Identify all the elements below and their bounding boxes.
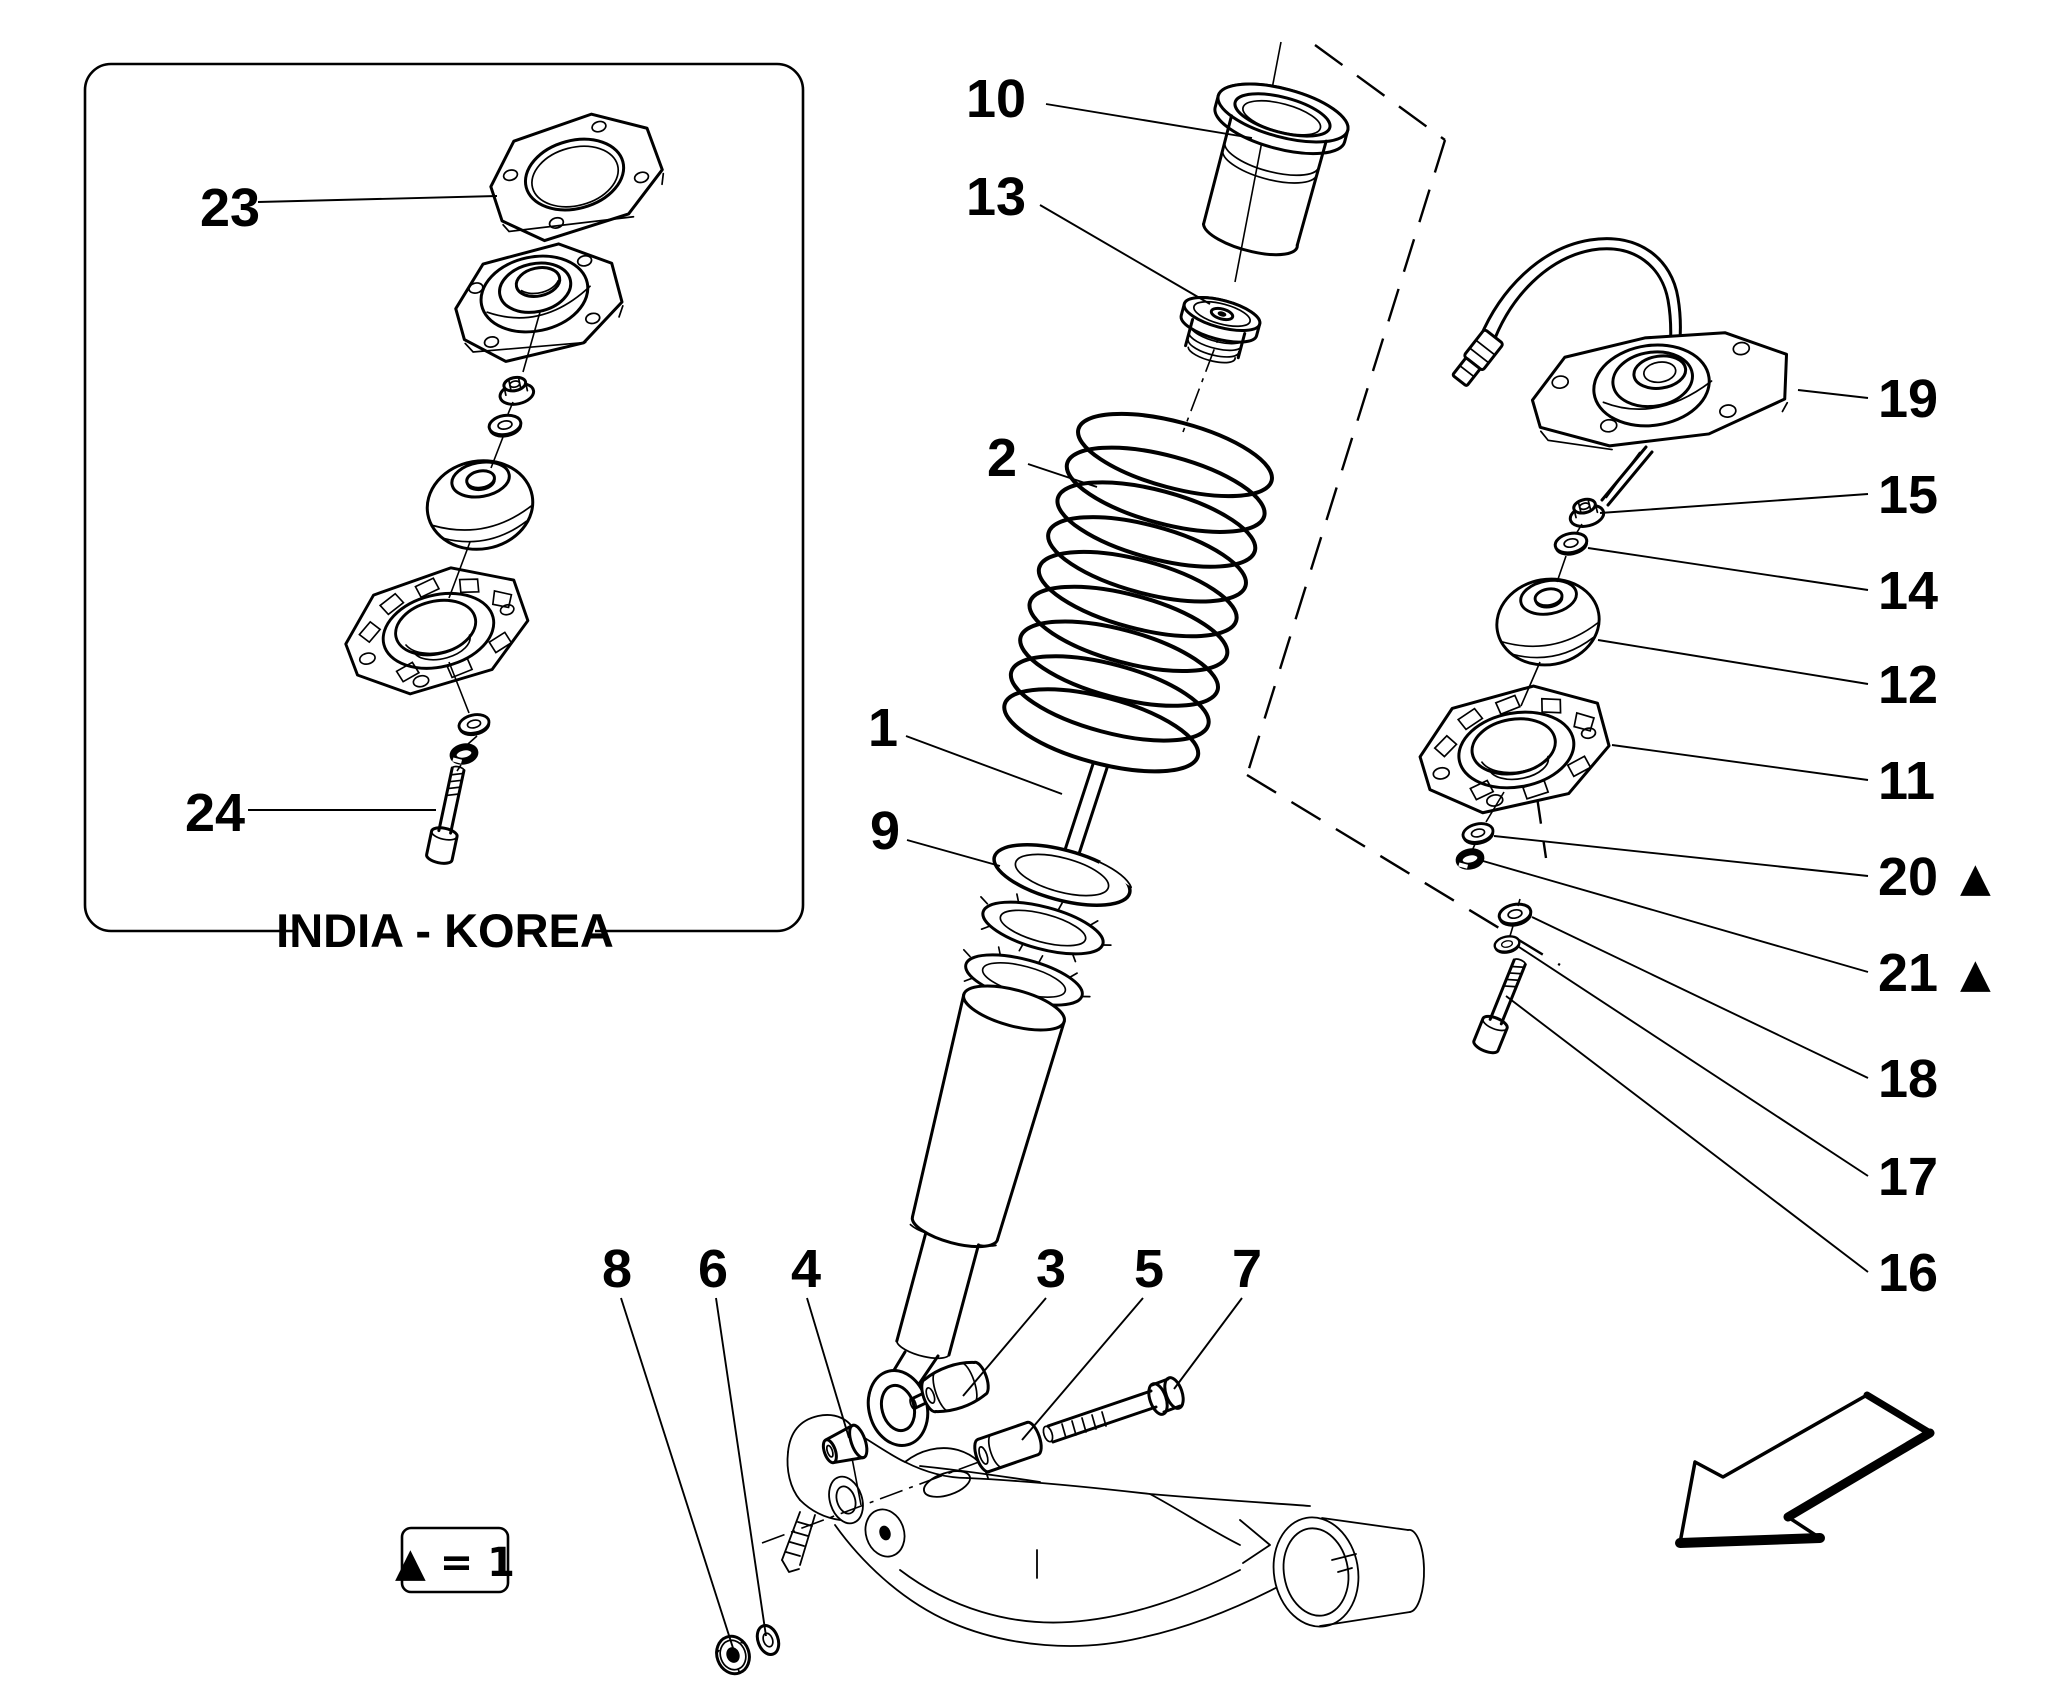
callout-label-5: 5 — [1134, 1239, 1164, 1299]
leader-line-14 — [1587, 547, 1869, 591]
part-buffer-box — [418, 450, 542, 560]
control-arm — [781, 1414, 1425, 1647]
part-washer-box-lower — [455, 710, 493, 740]
leader-line-2 — [1027, 463, 1098, 488]
leader-line-10 — [1045, 103, 1253, 139]
callout-label-23: 23 — [200, 178, 260, 238]
part-11-bracket — [1409, 673, 1619, 824]
callout-label-11: 11 — [1878, 751, 1935, 811]
wire-connector — [1451, 328, 1504, 387]
callout-label-3: 3 — [1036, 1239, 1066, 1299]
leader-line-3 — [962, 1297, 1047, 1397]
part-14-washer — [1551, 528, 1591, 560]
leader-line-20 — [1493, 835, 1869, 877]
callout-label-18: 18 — [1878, 1049, 1938, 1109]
part-13-threaded-plug — [1179, 296, 1262, 364]
callout-label-10: 10 — [966, 69, 1026, 129]
leader-line-8 — [620, 1297, 734, 1649]
box-stack-axis — [448, 311, 541, 772]
leader-line-16 — [1505, 995, 1869, 1273]
mount-stud — [1600, 445, 1654, 507]
leader-line-19 — [1797, 389, 1869, 399]
legend-text: ▲ = 1 — [395, 1540, 515, 1586]
part-lock-washer-box — [449, 743, 479, 765]
part-24-bolt — [423, 762, 473, 867]
legend: ▲ = 1 — [395, 1526, 515, 1594]
part-7-bolt — [1042, 1376, 1185, 1444]
part-bracket-box — [332, 551, 540, 708]
part-12-buffer — [1488, 569, 1608, 675]
part-9-spring-seat — [951, 843, 1138, 1026]
leader-line-13 — [1039, 204, 1211, 305]
part-20-washer — [1459, 819, 1497, 849]
part-5-bushing — [973, 1420, 1043, 1474]
part-19-strut-mount — [1530, 331, 1789, 451]
callout-label-16: 16 — [1878, 1243, 1938, 1303]
leader-line-11 — [1611, 744, 1869, 781]
leader-line-7 — [1173, 1297, 1243, 1390]
callout-label-24: 24 — [185, 783, 245, 843]
part-16-bolt — [1470, 953, 1535, 1058]
direction-arrow — [1675, 1391, 1935, 1548]
leader-line-4 — [806, 1297, 850, 1439]
india-korea-region: INDIA - KOREA — [83, 62, 805, 957]
lower-fasteners — [715, 1360, 1185, 1676]
callout-label-20: 20 — [1878, 847, 1938, 907]
shock-piston-rod — [1061, 762, 1109, 862]
part-15-nut — [1564, 494, 1608, 532]
leader-line-21 — [1482, 860, 1869, 973]
callout-label-2: 2 — [987, 428, 1017, 488]
leader-line-17 — [1518, 946, 1869, 1177]
callout-label-9: 9 — [870, 801, 900, 861]
part-3-bushing — [909, 1360, 990, 1414]
part-strut-mount-box — [454, 242, 624, 363]
leader-line-1 — [905, 735, 1063, 795]
leader-line-15 — [1599, 493, 1869, 514]
part-6-washer — [755, 1623, 781, 1657]
skyhook-stack-axis — [1471, 451, 1641, 937]
part-2-coil-spring — [1002, 411, 1274, 774]
part-flange-nut-box — [495, 372, 538, 409]
region-box-title-gap — [295, 905, 595, 957]
region-box-title: INDIA - KOREA — [276, 904, 614, 957]
part-21-lock-washer — [1455, 848, 1485, 870]
part-4-bushing — [821, 1423, 869, 1465]
skyhook-mount-stack — [1409, 237, 1789, 1058]
part-18-washer — [1495, 899, 1535, 931]
part-8-nut — [715, 1634, 751, 1676]
bushing4-axis — [851, 1457, 862, 1506]
leader-line-6 — [715, 1297, 767, 1637]
callout-label-7: 7 — [1232, 1239, 1262, 1299]
callout-label-13: 13 — [966, 167, 1026, 227]
column-axis-upper — [1234, 41, 1282, 283]
callout-label-15: 15 — [1878, 465, 1938, 525]
callout-label-12: 12 — [1878, 655, 1938, 715]
callout-label-14: 14 — [1878, 561, 1938, 621]
part-washer-box-upper — [486, 411, 525, 441]
part-10-dust-cup — [1202, 82, 1350, 257]
callout-label-6: 6 — [698, 1239, 728, 1299]
callout-label-21: 21 — [1878, 943, 1938, 1003]
callout-symbol-20: ▲ — [1960, 855, 1991, 901]
part-23-gasket-plate — [489, 112, 665, 243]
sensor-wire — [1451, 237, 1682, 387]
leader-line-18 — [1531, 916, 1869, 1079]
callout-label-1: 1 — [868, 698, 898, 758]
part-1-shock-body — [895, 984, 1066, 1360]
leader-line-23 — [257, 195, 498, 203]
callout-label-19: 19 — [1878, 369, 1938, 429]
leader-line-9 — [906, 839, 1001, 867]
main-shock-assembly — [866, 41, 1350, 1447]
part-17-washer — [1492, 932, 1523, 957]
leader-line-12 — [1597, 639, 1869, 685]
callout-label-8: 8 — [602, 1239, 632, 1299]
callout-symbol-21: ▲ — [1960, 951, 1991, 997]
leader-line-5 — [1021, 1297, 1144, 1441]
callout-label-17: 17 — [1878, 1147, 1938, 1207]
legend-box — [400, 1526, 510, 1594]
callout-label-4: 4 — [791, 1239, 821, 1299]
